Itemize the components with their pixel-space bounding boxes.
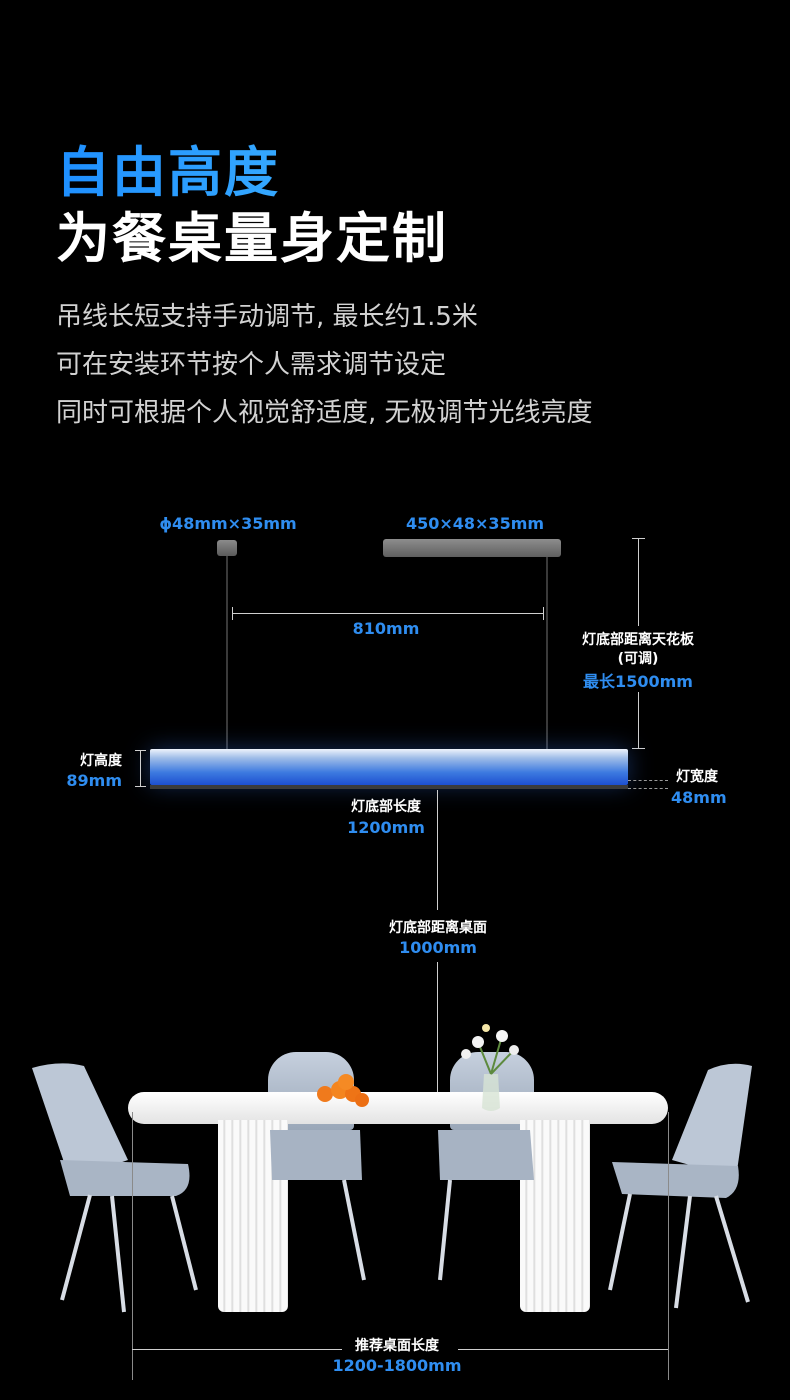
lamp-height-tick-bottom	[135, 786, 146, 787]
lamp-width-dash-bottom	[628, 788, 668, 789]
table-length-label: 推荐桌面长度	[355, 1338, 439, 1354]
description-line-1: 吊线长短支持手动调节, 最长约1.5米	[56, 302, 478, 332]
headline-line1: 自由高度	[56, 128, 280, 207]
bar-canopy	[383, 539, 561, 557]
ceiling-distance-line-lower	[638, 692, 639, 748]
table-distance-line-lower	[437, 962, 438, 1092]
table-length-guide-left	[132, 1112, 133, 1380]
lamp-height-tick-top	[135, 750, 146, 751]
round-canopy	[217, 540, 237, 556]
wire-spacing-line	[232, 613, 544, 614]
chair-right	[608, 1063, 752, 1309]
lamp-length-value: 1200mm	[347, 818, 425, 837]
pendant-lamp-body	[150, 749, 628, 785]
table-length-line-right	[458, 1349, 668, 1350]
lamp-width-label: 灯宽度	[676, 769, 718, 785]
lamp-length-label: 灯底部长度	[351, 799, 421, 815]
wire-spacing-tick-left	[232, 607, 233, 620]
ceiling-distance-tick-bottom	[632, 748, 645, 749]
headline-line2: 为餐桌量身定制	[56, 207, 448, 270]
wire-spacing-dimension: 810mm	[352, 619, 420, 638]
pendant-lamp-base	[150, 785, 628, 789]
lamp-height-value: 89mm	[66, 771, 122, 790]
canopy-round-dimension: ϕ48mm×35mm	[159, 514, 297, 533]
table-length-line-left	[132, 1349, 342, 1350]
lamp-height-label: 灯高度	[80, 753, 122, 769]
table-distance-label: 灯底部距离桌面	[389, 920, 487, 936]
orange-fruit-bowl	[317, 1074, 369, 1107]
table-distance-line-upper	[437, 790, 438, 910]
ceiling-distance-label: 灯底部距离天花板	[582, 632, 694, 648]
table-distance-value: 1000mm	[399, 938, 477, 957]
chair-left	[32, 1063, 198, 1313]
lamp-width-value: 48mm	[671, 788, 727, 807]
description-line-2: 可在安装环节按个人需求调节设定	[56, 350, 447, 380]
dining-table-top	[128, 1092, 668, 1124]
suspension-wire-right	[546, 557, 548, 750]
suspension-wire-left	[226, 556, 228, 750]
ceiling-distance-line-upper	[638, 538, 639, 626]
flower-vase	[461, 1024, 519, 1111]
lamp-width-dash-top	[628, 780, 668, 781]
ceiling-distance-tick-top	[632, 538, 645, 539]
wire-spacing-tick-right	[543, 607, 544, 620]
table-length-guide-right	[668, 1112, 669, 1380]
ceiling-distance-note: (可调)	[617, 651, 659, 667]
table-length-value: 1200-1800mm	[332, 1356, 462, 1375]
ceiling-distance-value: 最长1500mm	[583, 672, 693, 691]
description-line-3: 同时可根据个人视觉舒适度, 无极调节光线亮度	[56, 398, 593, 428]
canopy-bar-dimension: 450×48×35mm	[405, 514, 545, 533]
lamp-height-line	[140, 750, 141, 786]
